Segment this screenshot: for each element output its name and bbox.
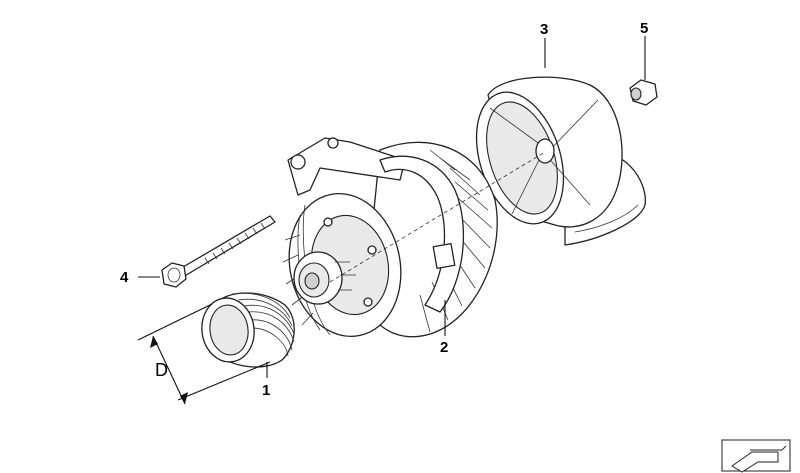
callout-5-label: 5 (640, 20, 648, 37)
leader-lines (138, 36, 646, 378)
bolt-part (161, 215, 276, 288)
folder-arrow-icon[interactable] (721, 439, 791, 473)
dimension-d-line (137, 303, 271, 405)
callout-4-label: 4 (120, 269, 129, 286)
alternator-part (282, 137, 498, 338)
pulley-part (201, 292, 295, 368)
dimension-d-label: D (155, 360, 168, 380)
callout-2-label: 2 (440, 339, 448, 356)
callout-1-label: 1 (262, 382, 270, 399)
fan-cover-part (475, 76, 646, 246)
nut-part (629, 79, 658, 106)
callout-3-label: 3 (540, 21, 548, 38)
